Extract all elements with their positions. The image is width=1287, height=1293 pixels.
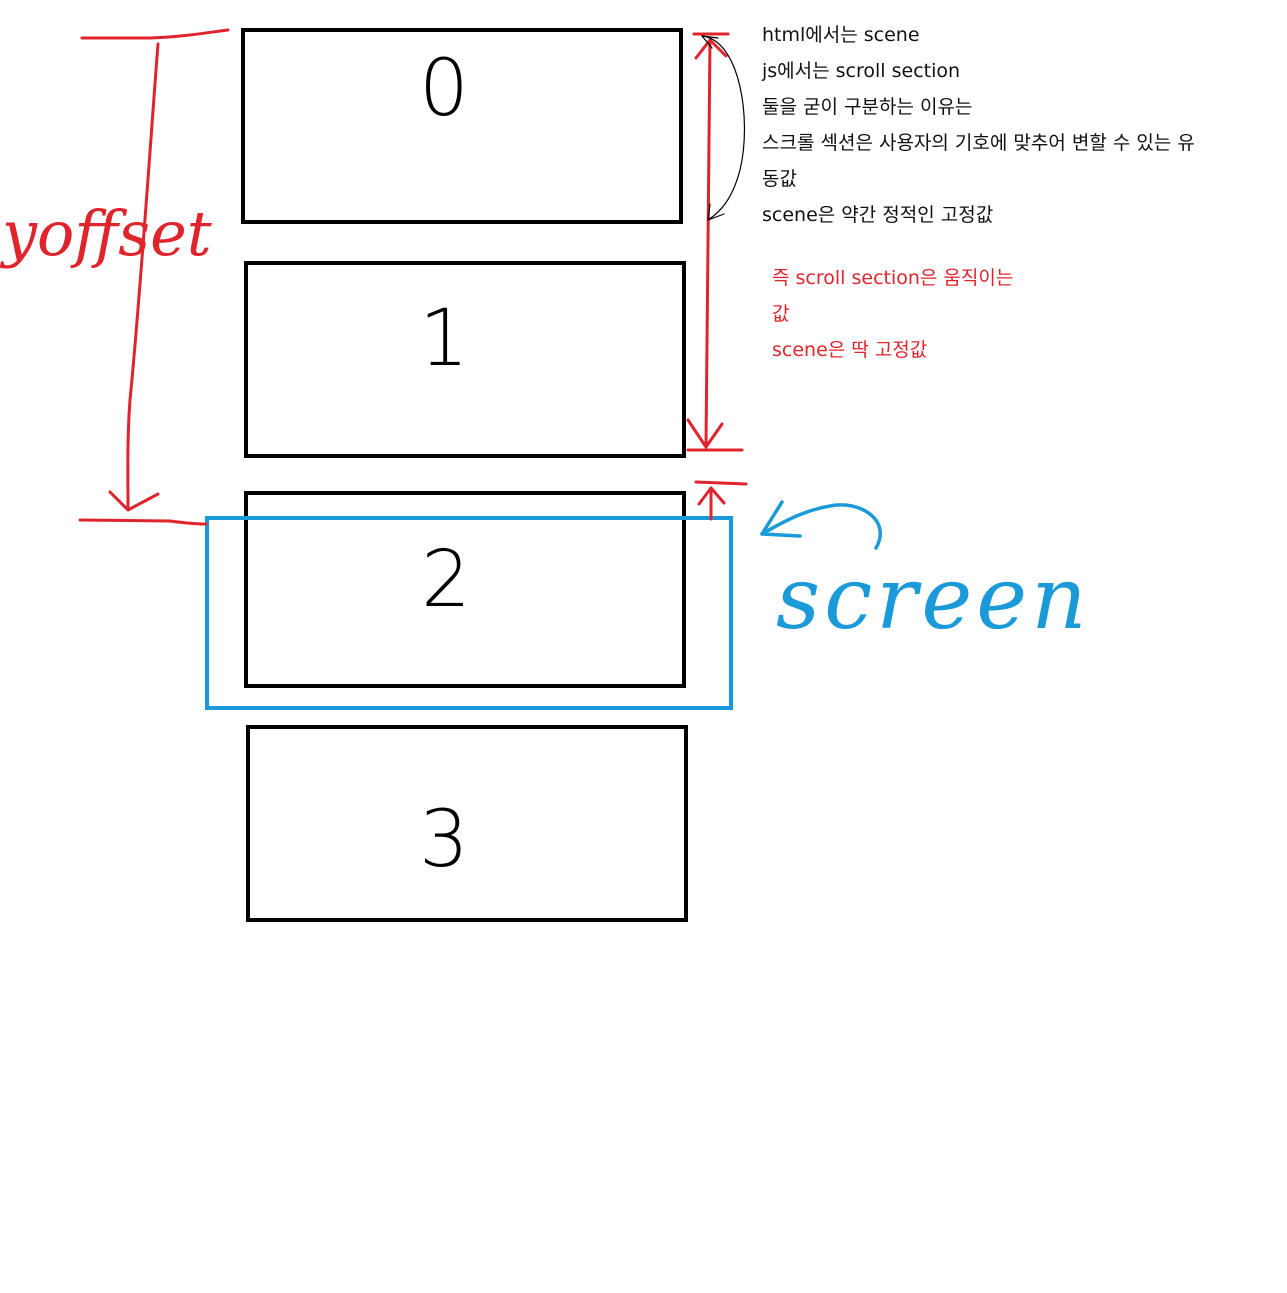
section-box-0 [241, 28, 683, 224]
section-box-2 [244, 491, 686, 688]
note-line: html에서는 scene [762, 24, 920, 46]
section-box-3 [246, 725, 688, 922]
notes-connector-curve [701, 35, 745, 221]
note-line: 스크롤 섹션은 사용자의 기호에 맞추어 변할 수 있는 유 [762, 132, 1195, 154]
note-line: 즉 scroll section은 움직이는 [772, 267, 1014, 289]
screen-pointer-arrowhead [760, 500, 802, 538]
notes-black: html에서는 scene js에서는 scroll section 둘을 굳이… [762, 17, 1195, 233]
screen-viewport-frame [205, 516, 733, 710]
section-height-top-arrowhead [694, 38, 728, 60]
yoffset-arrowhead [108, 490, 160, 512]
section-box-1 [244, 261, 686, 458]
gap-arrowhead [697, 486, 726, 506]
note-line: 둘을 굳이 구분하는 이유는 [762, 96, 973, 118]
notes-connector-arrowhead-top [701, 35, 719, 49]
section-label-2: 2 [421, 535, 471, 625]
note-line: scene은 약간 정적인 고정값 [762, 204, 994, 226]
gap-top-tick [694, 480, 748, 486]
note-line: 값 [772, 303, 790, 325]
yoffset-bottom-tick [78, 518, 208, 526]
yoffset-label: yoffset [0, 197, 212, 270]
notes-red: 즉 scroll section은 움직이는 값 scene은 딱 고정값 [772, 260, 1013, 368]
section-label-1: 1 [419, 294, 469, 384]
section-height-bottom-arrowhead [686, 418, 724, 449]
yoffset-vertical-line [126, 42, 160, 510]
screen-label: screen [776, 549, 1091, 649]
note-line: scene은 딱 고정값 [772, 339, 928, 361]
note-line: 동값 [762, 168, 797, 190]
notes-connector-arrowhead-bottom [707, 203, 725, 221]
section-label-3: 3 [419, 795, 469, 885]
yoffset-top-tick [80, 28, 230, 40]
screen-pointer-arrow [760, 503, 883, 550]
section-height-vertical-line [704, 38, 712, 447]
section-label-0: 0 [419, 44, 469, 134]
note-line: js에서는 scroll section [762, 60, 961, 82]
